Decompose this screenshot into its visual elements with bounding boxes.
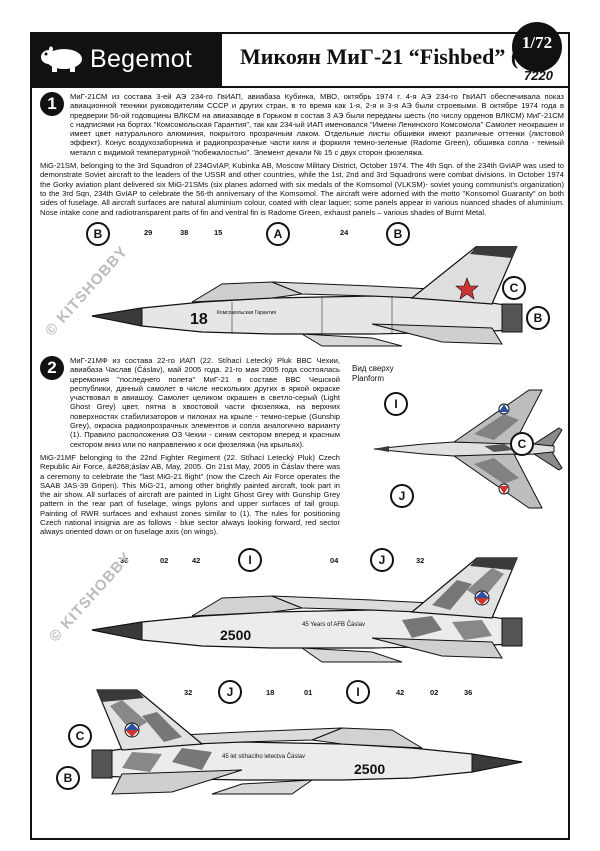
- plane-3-callout-18: 18: [266, 688, 275, 697]
- planform-label-ru: Вид сверху: [352, 364, 394, 373]
- plane-1-callout-29: 29: [144, 228, 153, 237]
- plane-3-side-number: 2500: [354, 761, 385, 777]
- plane-2-callout-42: 42: [192, 556, 201, 565]
- plane-2-callout-j: J: [370, 548, 394, 572]
- plane-3-callout-c: C: [68, 724, 92, 748]
- page-title: Микоян МиГ-21 “Fishbed” (3): [240, 44, 537, 69]
- plane-1-callout-a: A: [266, 222, 290, 246]
- plane-1-side-view: 18 Комсомольская Гарантия: [91, 246, 523, 347]
- planform-label-en: Planform: [352, 374, 385, 383]
- plane-1-motto: Комсомольская Гарантия: [217, 310, 276, 316]
- plane-3-callout-i: I: [346, 680, 370, 704]
- plane-3-callout-32: 32: [184, 688, 193, 697]
- section-2-text-ru: МиГ-21МФ из состава 22-го ИАП (22. Stíha…: [70, 356, 340, 449]
- section-2-text: МиГ-21МФ из состава 22-го ИАП (22. Stíha…: [40, 356, 340, 541]
- instruction-sheet: Begemot Микоян МиГ-21 “Fishbed” (3) 1/72…: [30, 22, 570, 840]
- plane-3-callout-36: 36: [464, 688, 473, 697]
- hippo-logo-icon: [41, 46, 82, 72]
- plane-1-callout-24: 24: [340, 228, 349, 237]
- plane-2-callout-04: 04: [330, 556, 339, 565]
- plane-2-callout-36: 36: [120, 556, 129, 565]
- planform-callout-i: I: [384, 392, 408, 416]
- section-1-badge: 1: [40, 92, 64, 116]
- brand-logo: Begemot: [32, 34, 222, 86]
- plane-2-motto: 45 Years of AFB Čáslav: [302, 621, 365, 628]
- planform-callout-j: J: [390, 484, 414, 508]
- plane-1-callout-b-lower: B: [526, 306, 550, 330]
- section-1-text-en: MiG-21SM, belonging to the 3rd Squadron …: [40, 161, 564, 217]
- plane-1-callout-15: 15: [214, 228, 223, 237]
- plane-1-callout-38: 38: [180, 228, 189, 237]
- planform-label: Вид сверху Planform: [352, 364, 394, 384]
- section-2-badge: 2: [40, 356, 64, 380]
- plane-1-callout-b-nose: B: [86, 222, 110, 246]
- plane-2-callout-i: I: [238, 548, 262, 572]
- plane-1-callout-b-tail: B: [386, 222, 410, 246]
- plane-2-planform-view: [373, 389, 563, 509]
- section-2-text-en: MiG-21MF belonging to the 22nd Fighter R…: [40, 452, 340, 537]
- plane-2-callout-32: 32: [416, 556, 425, 565]
- section-1-text-ru: МиГ-21СМ из состава 3-ей АЭ 234-го ГвИАП…: [70, 92, 564, 157]
- plane-2-side-number: 2500: [220, 627, 251, 643]
- planform-callout-c: C: [510, 432, 534, 456]
- plane-3-side-view: 2500 45 let stíhacího letectva Čáslav: [91, 689, 523, 795]
- plane-2-callout-02: 02: [160, 556, 169, 565]
- scale-badge: 1/72: [512, 22, 562, 72]
- header: Begemot Микоян МиГ-21 “Fishbed” (3) 1/72…: [32, 22, 568, 88]
- plane-3-motto: 45 let stíhacího letectva Čáslav: [222, 753, 305, 760]
- plane-1-callout-c: C: [502, 276, 526, 300]
- section-1-text: МиГ-21СМ из состава 3-ей АЭ 234-го ГвИАП…: [40, 92, 564, 221]
- plane-1-side-number: 18: [190, 311, 208, 328]
- plane-2-side-view: 2500 45 Years of AFB Čáslav: [91, 557, 523, 663]
- plane-3-callout-02: 02: [430, 688, 439, 697]
- plane-3-callout-01: 01: [304, 688, 313, 697]
- kit-number: 7220: [524, 68, 553, 83]
- plane-3-callout-j: J: [218, 680, 242, 704]
- plane-3-callout-b: B: [56, 766, 80, 790]
- plane-3-callout-42: 42: [396, 688, 405, 697]
- brand-name: Begemot: [90, 45, 193, 73]
